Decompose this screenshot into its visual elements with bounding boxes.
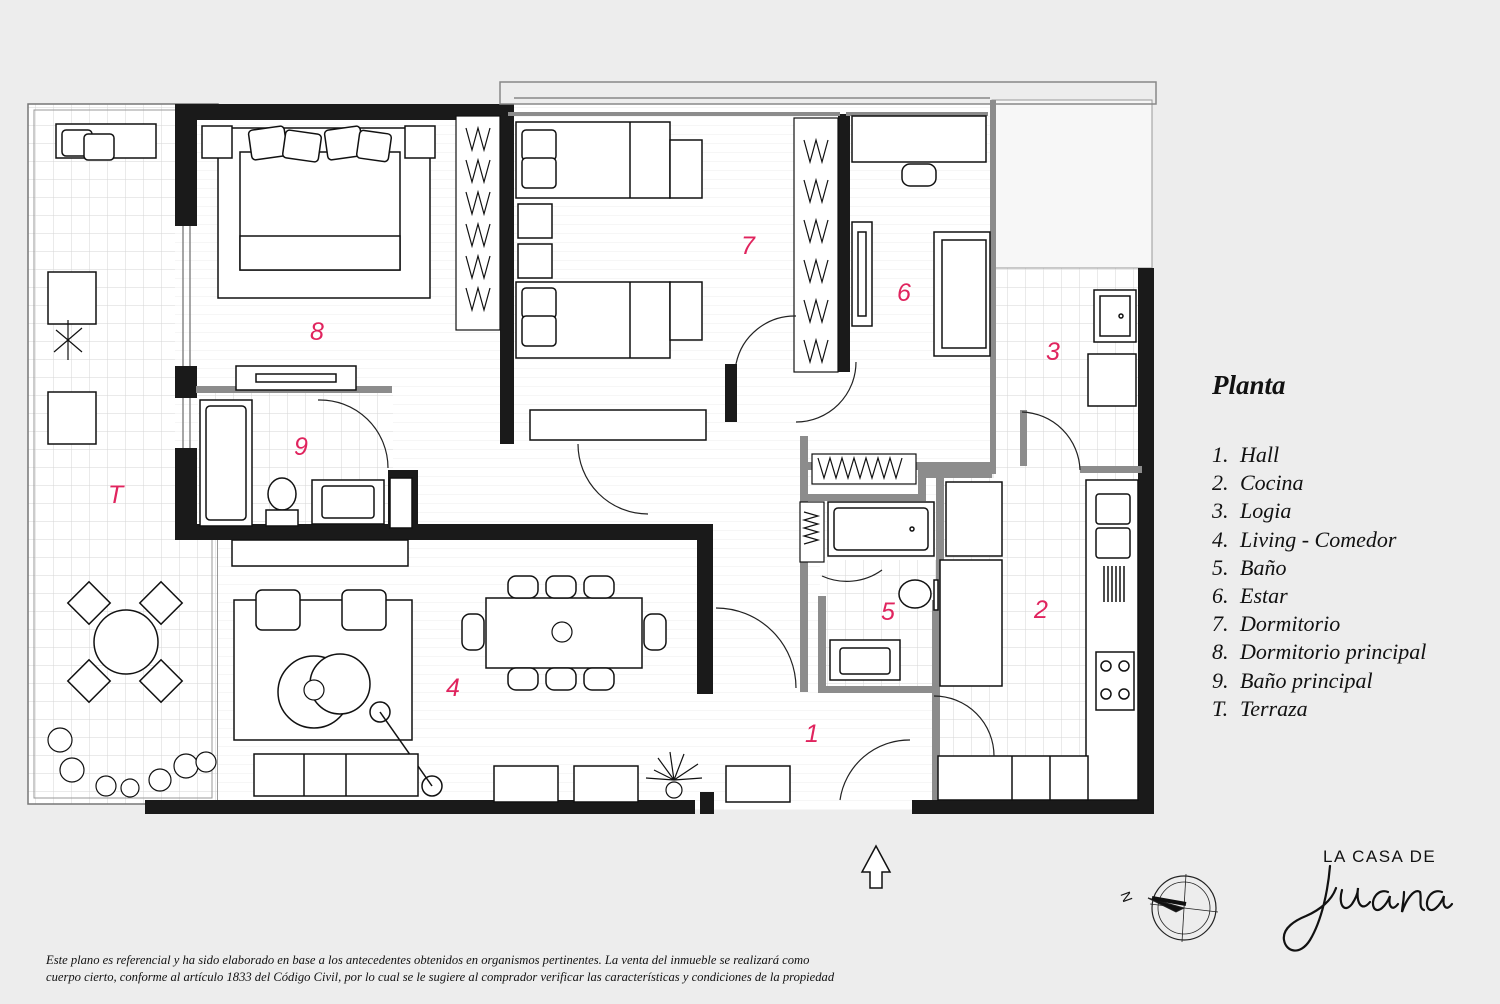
- plants: [47, 320, 703, 799]
- north-arrow-icon: [860, 844, 892, 889]
- room-label-t: T: [108, 481, 124, 509]
- disclaimer-line-2: cuerpo cierto, conforme al artículo 1833…: [46, 970, 835, 984]
- room-label-3: 3: [1046, 338, 1060, 366]
- legend-item: 6.Estar: [1212, 583, 1288, 609]
- legend-item: 2.Cocina: [1212, 470, 1304, 496]
- wardrobes: [455, 115, 917, 563]
- room-label-4: 4: [446, 674, 460, 702]
- kitchen-fixtures: [937, 479, 1139, 801]
- room-label-2: 2: [1034, 596, 1048, 624]
- room-label-8: 8: [310, 318, 324, 346]
- legend-title: Planta: [1212, 370, 1286, 400]
- windows: [182, 81, 1157, 448]
- room-label-7: 7: [741, 232, 755, 260]
- bathroom-9-fixtures: [199, 399, 413, 529]
- room-label-9: 9: [294, 433, 308, 461]
- room-label-6: 6: [897, 279, 911, 307]
- estar-furniture: [851, 115, 991, 357]
- bathroom-5-fixtures: [827, 501, 939, 681]
- master-bed: [201, 125, 436, 391]
- terrace-furniture: [47, 123, 184, 704]
- room-label-1: 1: [805, 720, 819, 748]
- brand-logo: [1282, 864, 1454, 952]
- legend-item: 5.Baño: [1212, 554, 1287, 580]
- brand-name-top: LA CASA DE: [1323, 847, 1437, 866]
- legend-item: 8.Dormitorio principal: [1212, 639, 1427, 665]
- disclaimer: Este plano es referencial y ha sido elab…: [46, 952, 1146, 986]
- compass-north-label: N: [1117, 889, 1135, 904]
- legend-list: 1.Hall 2.Cocina 3.Logia 4.Living - Comed…: [1212, 441, 1426, 723]
- legend-item: 1.Hall: [1212, 442, 1280, 467]
- compass-icon: [1147, 873, 1219, 943]
- legend-item: 9.Baño principal: [1212, 667, 1373, 693]
- legend-item: 7.Dormitorio: [1212, 611, 1341, 637]
- door-swings: [317, 315, 1081, 801]
- legend: Planta 1.Hall 2.Cocina 3.Logia 4.Living …: [1212, 370, 1426, 723]
- legend-item: 3.Logia: [1212, 498, 1292, 524]
- disclaimer-line-1: Este plano es referencial y ha sido elab…: [46, 953, 810, 967]
- twin-beds: [515, 121, 707, 441]
- living-dining-furniture: [231, 539, 791, 803]
- logia-fixtures: [1087, 289, 1137, 407]
- legend-item: 4.Living - Comedor: [1212, 526, 1397, 552]
- room-label-5: 5: [881, 598, 895, 626]
- legend-item: T.Terraza: [1212, 695, 1308, 721]
